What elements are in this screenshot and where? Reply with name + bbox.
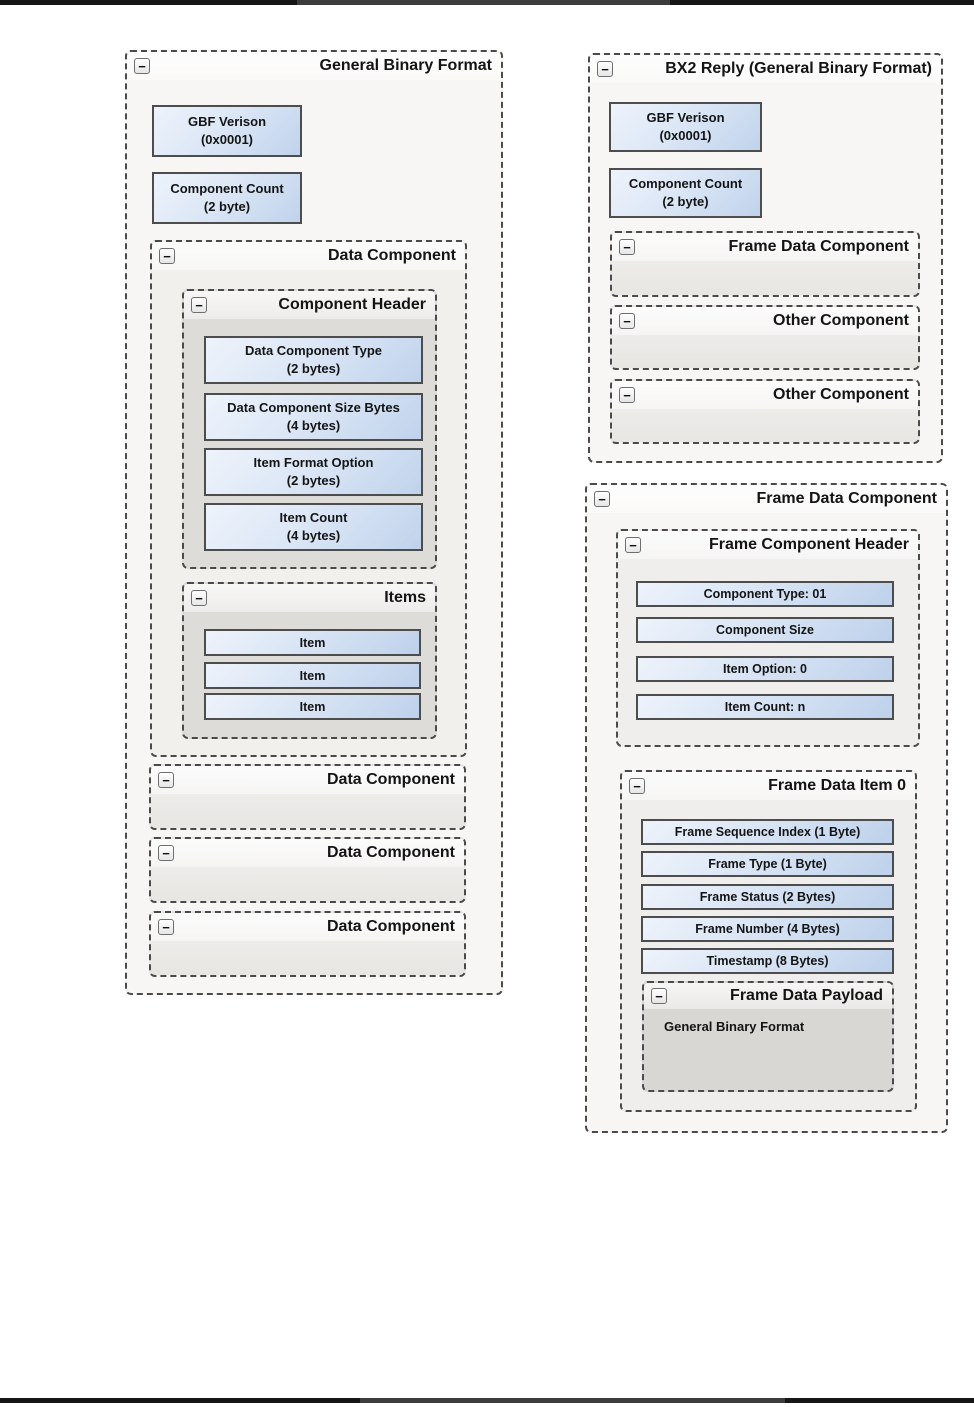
payload-content-label: General Binary Format bbox=[664, 1019, 805, 1034]
bx2-child-title: Other Component bbox=[773, 312, 909, 329]
field-item-count: Item Count (4 bytes) bbox=[204, 503, 423, 551]
bx2-other-component-1: − Other Component bbox=[610, 305, 920, 370]
frame-title-bar: − Frame Data Component bbox=[587, 485, 946, 513]
page-bottom-rule bbox=[0, 1398, 974, 1403]
collapse-icon: − bbox=[619, 239, 635, 255]
field-size: (2 bytes) bbox=[286, 361, 341, 376]
gbf-count-size: (2 byte) bbox=[203, 199, 251, 214]
frame-field-frame-number: Frame Number (4 Bytes) bbox=[641, 916, 894, 942]
bx2-child-title-bar: − Other Component bbox=[612, 307, 918, 335]
frame-field-frame-status: Frame Status (2 Bytes) bbox=[641, 884, 894, 910]
bx2-version-name: GBF Verison bbox=[646, 110, 725, 126]
frame-header-field-component-type: Component Type: 01 bbox=[636, 581, 894, 607]
item-bar: Item bbox=[204, 693, 421, 720]
frame-item0-title: Frame Data Item 0 bbox=[768, 777, 906, 794]
frame-header-field-item-option: Item Option: 0 bbox=[636, 656, 894, 682]
data-component-collapsed-3: − Data Component bbox=[149, 911, 466, 977]
collapse-icon: − bbox=[159, 248, 175, 264]
frame-header-field-item-count: Item Count: n bbox=[636, 694, 894, 720]
collapse-icon: − bbox=[594, 491, 610, 507]
frame-field-sequence-index: Frame Sequence Index (1 Byte) bbox=[641, 819, 894, 845]
data-component-title: Data Component bbox=[328, 247, 456, 264]
data-component-title: Data Component bbox=[327, 844, 455, 861]
bx2-child-title: Frame Data Component bbox=[728, 238, 909, 255]
bx2-other-component-2: − Other Component bbox=[610, 379, 920, 444]
collapse-icon: − bbox=[158, 919, 174, 935]
bx2-count-size: (2 byte) bbox=[662, 194, 709, 209]
collapse-icon: − bbox=[191, 297, 207, 313]
collapse-icon: − bbox=[191, 590, 207, 606]
frame-header-field-component-size: Component Size bbox=[636, 617, 894, 643]
field-name: Data Component Size Bytes bbox=[227, 400, 400, 416]
frame-title: Frame Data Component bbox=[756, 490, 937, 507]
data-component-title-bar: − Data Component bbox=[151, 839, 464, 867]
collapse-icon: − bbox=[134, 58, 150, 74]
bx2-count-name: Component Count bbox=[628, 176, 743, 192]
bx2-title: BX2 Reply (General Binary Format) bbox=[665, 60, 932, 77]
gbf-version-value: (0x0001) bbox=[200, 132, 254, 147]
bx2-frame-data-component: − Frame Data Component bbox=[610, 231, 920, 297]
field-size: (4 bytes) bbox=[286, 418, 341, 433]
bx2-title-bar: − BX2 Reply (General Binary Format) bbox=[590, 55, 941, 83]
data-component-collapsed-2: − Data Component bbox=[149, 837, 466, 903]
collapse-icon: − bbox=[158, 772, 174, 788]
collapse-icon: − bbox=[629, 778, 645, 794]
frame-item0-title-bar: − Frame Data Item 0 bbox=[622, 772, 915, 800]
component-header-title-bar: − Component Header bbox=[184, 291, 435, 319]
collapse-icon: − bbox=[158, 845, 174, 861]
component-header-title: Component Header bbox=[278, 296, 426, 313]
data-component-container: − Data Component − Component Header Data… bbox=[150, 240, 467, 757]
frame-field-frame-type: Frame Type (1 Byte) bbox=[641, 851, 894, 877]
payload-title: Frame Data Payload bbox=[730, 987, 883, 1004]
bx2-version-value: (0x0001) bbox=[659, 128, 712, 143]
frame-field-timestamp: Timestamp (8 Bytes) bbox=[641, 948, 894, 974]
component-header-container: − Component Header Data Component Type (… bbox=[182, 289, 437, 569]
gbf-title-bar: − General Binary Format bbox=[127, 52, 501, 80]
collapse-icon: − bbox=[619, 387, 635, 403]
frame-header-title: Frame Component Header bbox=[708, 536, 909, 553]
field-item-format-option: Item Format Option (2 bytes) bbox=[204, 448, 423, 496]
data-component-collapsed-1: − Data Component bbox=[149, 764, 466, 830]
item-bar: Item bbox=[204, 662, 421, 689]
frame-data-component-container: − Frame Data Component − Frame Component… bbox=[585, 483, 948, 1133]
collapse-icon: − bbox=[597, 61, 613, 77]
frame-data-payload-container: − Frame Data Payload General Binary Form… bbox=[642, 981, 894, 1092]
gbf-version-name: GBF Verison bbox=[187, 114, 267, 130]
bx2-child-title-bar: − Frame Data Component bbox=[612, 233, 918, 261]
gbf-title: General Binary Format bbox=[319, 57, 493, 74]
field-data-component-size-bytes: Data Component Size Bytes (4 bytes) bbox=[204, 393, 423, 441]
bx2-reply-container: − BX2 Reply (General Binary Format) GBF … bbox=[588, 53, 943, 463]
collapse-icon: − bbox=[619, 313, 635, 329]
bx2-child-title: Other Component bbox=[773, 386, 909, 403]
data-component-title-bar: − Data Component bbox=[152, 242, 465, 270]
data-component-title: Data Component bbox=[327, 771, 455, 788]
collapse-icon: − bbox=[625, 537, 641, 553]
frame-component-header-container: − Frame Component Header Component Type:… bbox=[616, 529, 920, 747]
payload-title-bar: − Frame Data Payload bbox=[644, 983, 892, 1009]
data-component-title: Data Component bbox=[327, 918, 455, 935]
frame-data-item0-container: − Frame Data Item 0 Frame Sequence Index… bbox=[620, 770, 917, 1112]
data-component-title-bar: − Data Component bbox=[151, 766, 464, 794]
items-title: Items bbox=[384, 589, 426, 606]
gbf-version-box: GBF Verison (0x0001) bbox=[152, 105, 302, 157]
bx2-version-box: GBF Verison (0x0001) bbox=[609, 102, 762, 152]
field-data-component-type: Data Component Type (2 bytes) bbox=[204, 336, 423, 384]
field-name: Item Count bbox=[279, 510, 348, 526]
bx2-component-count-box: Component Count (2 byte) bbox=[609, 168, 762, 218]
item-bar: Item bbox=[204, 629, 421, 656]
items-container: − Items Item Item Item bbox=[182, 582, 437, 739]
frame-header-title-bar: − Frame Component Header bbox=[618, 531, 918, 559]
data-component-title-bar: − Data Component bbox=[151, 913, 464, 941]
page-top-rule bbox=[0, 0, 974, 5]
gbf-count-name: Component Count bbox=[170, 181, 284, 197]
field-size: (2 bytes) bbox=[286, 473, 341, 488]
gbf-container: − General Binary Format GBF Verison (0x0… bbox=[125, 50, 503, 995]
bx2-child-title-bar: − Other Component bbox=[612, 381, 918, 409]
items-title-bar: − Items bbox=[184, 584, 435, 612]
field-name: Data Component Type bbox=[245, 343, 382, 359]
field-name: Item Format Option bbox=[253, 455, 374, 471]
field-size: (4 bytes) bbox=[286, 528, 341, 543]
gbf-component-count-box: Component Count (2 byte) bbox=[152, 172, 302, 224]
collapse-icon: − bbox=[651, 988, 667, 1004]
